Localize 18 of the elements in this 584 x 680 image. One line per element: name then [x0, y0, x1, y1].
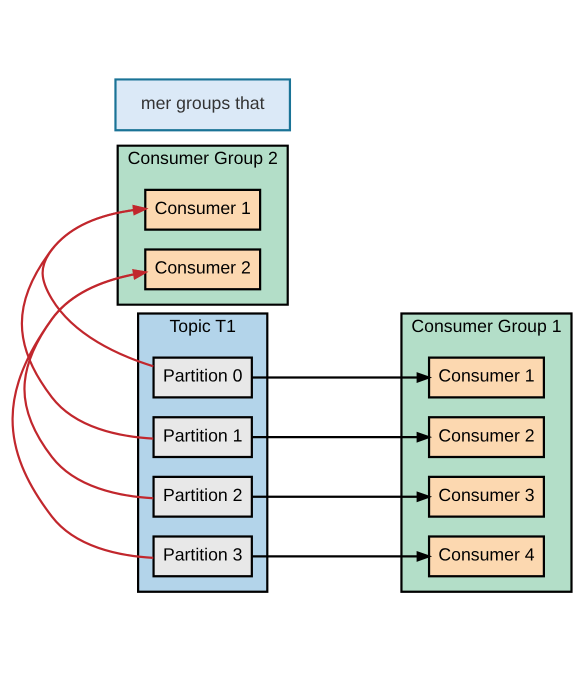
node-box: Consumer 1 — [144, 188, 262, 231]
node-box: Consumer 2 — [428, 416, 545, 458]
arrow — [252, 551, 432, 562]
node-box: Consumer 2 — [144, 248, 262, 290]
arrow — [20, 204, 154, 440]
arrow — [252, 372, 432, 383]
arrow — [23, 269, 154, 500]
node-box: Partition 1 — [152, 416, 253, 458]
node-box: Consumer 3 — [428, 476, 545, 518]
node-box: Partition 0 — [152, 356, 253, 399]
node-box: Consumer 4 — [428, 535, 545, 578]
node-box: Partition 2 — [152, 476, 253, 518]
node-box: Partition 3 — [152, 535, 253, 578]
arrow — [252, 432, 432, 443]
arrow — [12, 269, 154, 559]
node-box: mer groups that — [114, 78, 292, 132]
node-box: Consumer 1 — [428, 356, 545, 399]
arrow — [252, 491, 432, 502]
